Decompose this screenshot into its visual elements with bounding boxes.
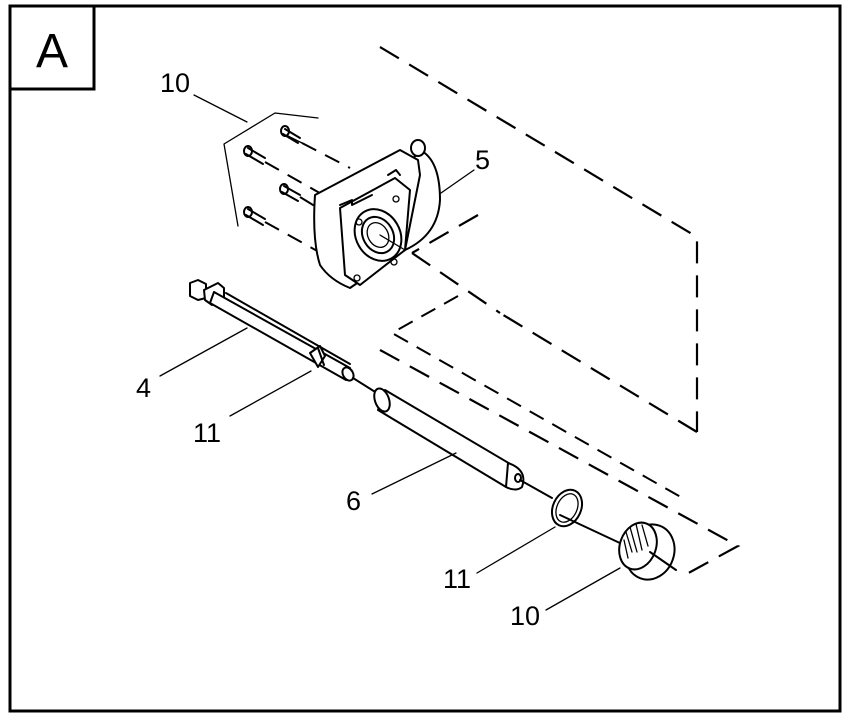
housing-axis-line [379,234,406,251]
callout-10-screws: 10 [160,68,190,98]
screws-bracket-line [223,112,319,227]
snap-ring-part-11 [550,488,584,528]
shaft-part-4 [189,279,355,382]
panel-label-box [8,4,96,91]
callout-11-ring: 11 [443,564,471,594]
nut-axis-line [649,551,677,571]
sleeve-axis-line [519,479,553,499]
callout-11-shaft: 11 [193,418,221,448]
knurled-nut-part-10 [618,521,676,581]
ring-axis-line [559,514,623,545]
mounting-screws [243,125,351,259]
housing-part-5 [313,139,441,289]
assembly-guide-lines [379,46,741,577]
callout-10-nut: 10 [510,601,540,631]
callout-4: 4 [136,373,151,403]
sleeve-part-6 [373,387,525,491]
diagram-frame [8,4,842,713]
callout-5: 5 [475,145,490,175]
callout-6: 6 [346,486,361,516]
panel-label: A [36,25,68,78]
leader-lines [159,94,621,611]
